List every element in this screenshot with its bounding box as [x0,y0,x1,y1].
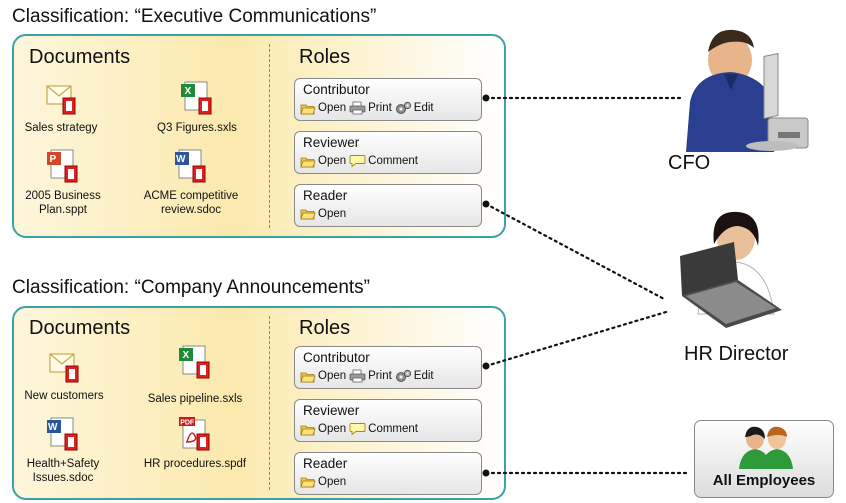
folder-open-icon [300,372,316,382]
document-sales-strategy[interactable]: Sales strategy [16,82,106,135]
hr-director-label: HR Director [684,343,789,365]
connector-hrdirector-contributor [484,310,668,368]
document-q3-figures[interactable]: X Q3 Figures.sxls [142,80,252,135]
document-new-customers[interactable]: New customers [16,350,112,403]
document-health-safety[interactable]: W Health+Safety Issues.sdoc [18,416,108,485]
role-permissions: Open [300,475,349,488]
folder-open-icon [300,104,316,114]
word-protected-icon: W [175,149,206,183]
role-contributor[interactable]: Contributor Open Print Edit [294,78,482,121]
role-permissions: Open [300,207,349,220]
role-permissions: Open Print Edit [300,369,437,383]
role-reviewer[interactable]: Reviewer Open Comment [294,131,482,174]
cfo-label: CFO [668,152,711,174]
document-label: 2005 Business Plan.sppt [25,190,101,216]
connector-dot [482,94,490,102]
document-sales-pipeline[interactable]: X Sales pipeline.sxls [130,344,260,406]
role-name: Contributor [303,350,370,365]
printer-icon [349,369,366,383]
role-reviewer[interactable]: Reviewer Open Comment [294,399,482,442]
permission-print: Print [349,369,392,383]
role-reader[interactable]: Reader Open [294,184,482,227]
permission-open: Open [300,155,346,168]
permission-open: Open [300,423,346,436]
role-name: Reader [303,456,348,471]
connector-hrdirector-reader [484,202,668,302]
panel-divider [269,44,270,228]
connector-dot [482,362,490,370]
role-name: Reviewer [303,135,360,150]
folder-open-icon [300,209,316,220]
svg-text:PDF: PDF [180,420,195,427]
cfo-computer-user-icon [686,29,809,152]
document-label: ACME competitive review.sdoc [143,190,239,216]
svg-text:X: X [183,350,190,361]
document-acme-review[interactable]: W ACME competitive review.sdoc [126,148,256,217]
roles-header: Roles [299,317,351,339]
svg-text:W: W [48,422,58,433]
role-permissions: Open Comment [300,422,421,436]
document-label: Sales pipeline.sxls [147,393,243,405]
folder-open-icon [300,157,316,167]
all-employees-label: All Employees [712,472,816,489]
permission-edit: Edit [395,101,434,115]
document-hr-procedures[interactable]: PDF HR procedures.spdf [130,416,260,471]
permission-comment: Comment [349,422,418,436]
connector-dot [482,200,490,208]
gears-icon [395,369,411,382]
documents-header: Documents [29,317,131,339]
email-protected-icon [46,85,76,115]
pdf-protected-icon: PDF [179,417,210,451]
document-label: New customers [24,390,104,402]
permission-comment: Comment [349,154,418,168]
permission-open: Open [300,475,346,488]
role-name: Reader [303,188,348,203]
document-label: Health+Safety Issues.sdoc [26,458,100,484]
document-label: Sales strategy [24,122,98,134]
excel-protected-icon: X [181,81,212,115]
svg-text:P: P [50,154,57,165]
printer-icon [349,101,366,115]
role-permissions: Open Print Edit [300,101,437,115]
hr-director-laptop-user-icon [680,211,782,328]
role-contributor[interactable]: Contributor Open Print Edit [294,346,482,389]
permission-open: Open [300,102,346,115]
permission-edit: Edit [395,369,434,383]
classification-title-executive: Classification: “Executive Communication… [12,6,377,27]
panel-divider [269,316,270,490]
role-name: Contributor [303,82,370,97]
comment-bubble-icon [349,155,366,168]
excel-protected-icon: X [179,345,210,379]
role-permissions: Open Comment [300,154,421,168]
powerpoint-protected-icon: P [47,149,78,183]
documents-header: Documents [29,46,131,68]
document-label: Q3 Figures.sxls [157,122,237,134]
document-business-plan[interactable]: P 2005 Business Plan.sppt [18,148,108,217]
email-protected-icon [49,353,79,383]
permission-print: Print [349,101,392,115]
all-employees-group[interactable]: All Employees [694,420,834,498]
role-reader[interactable]: Reader Open [294,452,482,495]
classification-panel-executive: Documents Roles Sales strategy X Q3 Figu… [12,34,506,238]
folder-open-icon [300,425,316,435]
document-label: HR procedures.spdf [143,458,247,470]
role-name: Reviewer [303,403,360,418]
folder-open-icon [300,477,316,488]
comment-bubble-icon [349,423,366,436]
svg-text:X: X [185,86,192,97]
permission-open: Open [300,207,346,220]
permission-open: Open [300,370,346,383]
connector-dot [482,469,490,477]
classification-panel-announcements: Documents Roles New customers X Sales pi… [12,306,506,500]
gears-icon [395,101,411,114]
classification-title-announcements: Classification: “Company Announcements” [12,277,371,298]
roles-header: Roles [299,46,351,68]
people-group-icon [739,426,793,469]
word-protected-icon: W [47,417,78,451]
svg-text:W: W [176,154,186,165]
